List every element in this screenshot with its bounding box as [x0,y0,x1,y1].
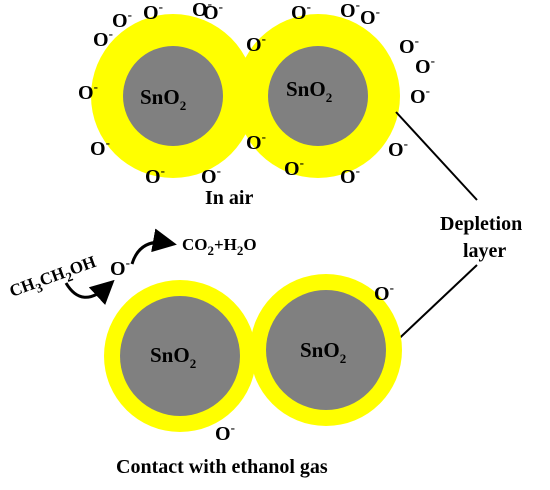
sno2-label: SnO2 [140,85,186,113]
oxygen-ion: O- [192,0,212,21]
oxygen-ion: O- [78,79,98,104]
oxygen-ion: O- [374,280,394,305]
oxygen-ion: O- [143,0,163,24]
caption-in-air: In air [205,187,253,209]
arrow-to-oxygen [64,279,115,305]
oxygen-ion: O- [215,420,235,445]
sno2-core [123,46,223,146]
depletion-label-line2: layer [463,240,506,262]
pointer-line-top [395,111,478,201]
oxygen-ion: O- [284,155,304,180]
particle-pair-in-air: SnO2 SnO2 [91,14,400,178]
sno2-label: SnO2 [150,343,196,371]
sno2-label: SnO2 [300,338,346,366]
oxygen-ion: O- [388,136,408,161]
oxygen-ion: O- [246,31,266,56]
oxygen-ion: O- [93,26,113,51]
oxygen-ion: O- [203,0,223,24]
oxygen-ion: O- [410,83,430,108]
oxygen-ion: O- [415,53,435,78]
caption-ethanol: Contact with ethanol gas [116,456,328,478]
adsorbed-oxygen-ions-air: O-O-O-O-O-O-O-O-O-O-O-O-O-O-O-O-O-O-O-O- [78,0,435,188]
oxygen-ion: O- [340,0,360,22]
oxygen-ion: O- [201,163,221,188]
arrow-to-products [130,228,177,265]
adsorbed-oxygen-ions-ethanol: O- O- O- [110,255,394,445]
depletion-label: Depletion [440,213,522,235]
sno2-label: SnO2 [286,77,332,105]
oxygen-ion: O- [90,135,110,160]
oxygen-ion: O- [246,129,266,154]
sno2-core [120,296,240,416]
oxygen-ion: O- [112,7,132,32]
oxygen-ion: O- [360,4,380,29]
sno2-core [266,290,386,410]
sno2-core [268,46,368,146]
oxygen-ion: O- [145,163,165,188]
oxygen-ion: O- [291,0,311,24]
oxygen-ion: O- [110,255,130,280]
particle-pair-ethanol: SnO2 SnO2 [104,274,402,432]
oxygen-ion: O- [399,33,419,58]
oxygen-ion: O- [340,163,360,188]
pointer-line-bottom [387,264,478,350]
products-formula: CO2+H2O [182,235,257,258]
